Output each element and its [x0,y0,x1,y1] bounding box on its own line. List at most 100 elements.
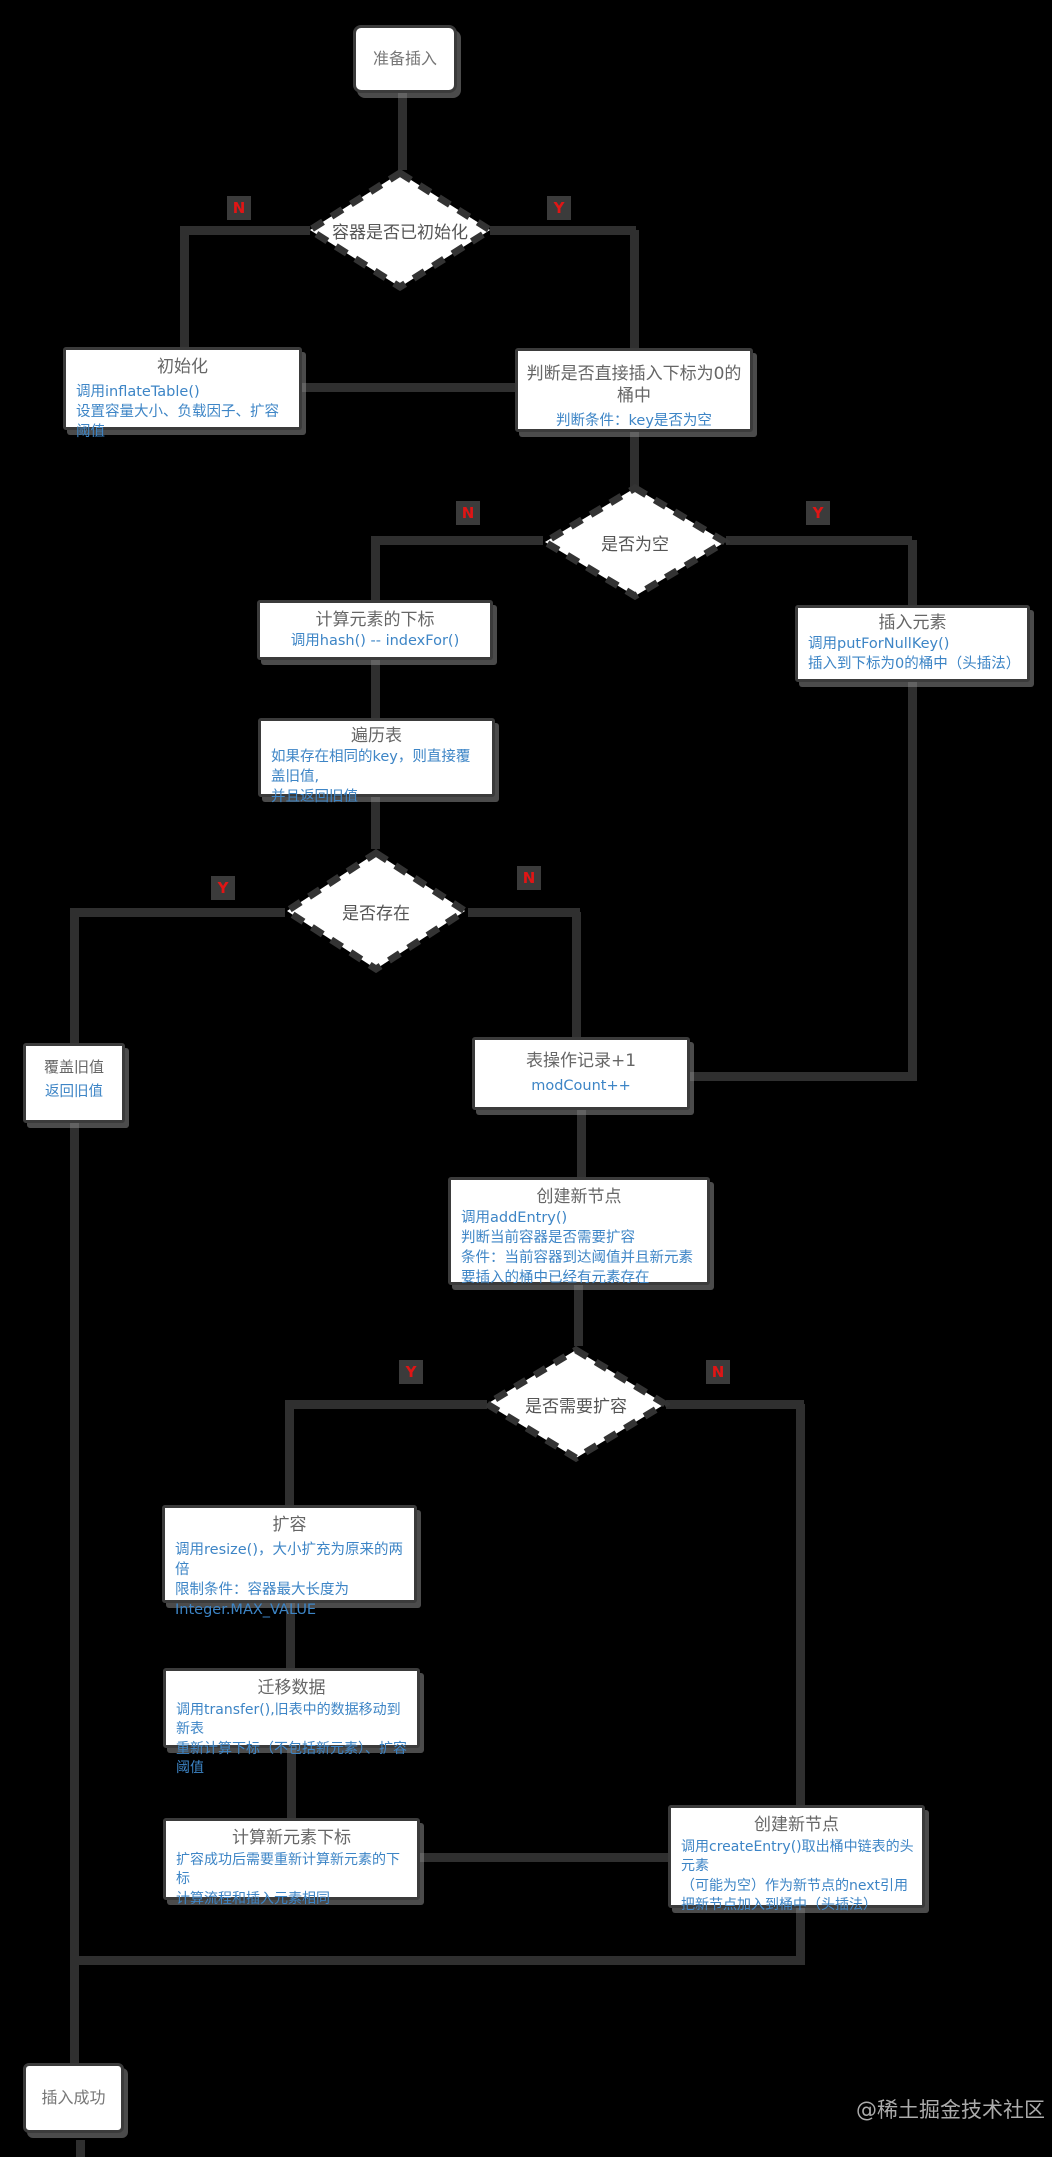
node-insert-element: 插入元素 调用putForNullKey() 插入到下标为0的桶中（头插法） [795,605,1030,682]
detail-line: 调用resize()，大小扩充为原来的两倍 [175,1542,403,1579]
node-override: 覆盖旧值 返回旧值 [23,1043,125,1123]
node-modcount-title: 表操作记录+1 [525,1051,637,1071]
connector [180,226,310,235]
connector [468,908,580,917]
detail-line: 计算流程和插入元素相同 [176,1890,330,1907]
connector [371,540,380,601]
connector [371,660,380,718]
node-init-title: 初始化 [157,357,208,377]
watermark-text: @稀土掘金技术社区 [856,2098,1045,2122]
connector [796,1908,805,1965]
decision-exists: 是否存在 [280,848,472,974]
node-insert-element-detail: 调用putForNullKey() 插入到下标为0的桶中（头插法） [798,634,1027,680]
branch-label-no: N [227,196,251,220]
node-init-detail: 调用inflateTable() 设置容量大小、负载因子、扩容阈值 [66,380,299,448]
node-end-label: 插入成功 [41,2087,106,2107]
detail-line: 调用putForNullKey() [808,636,950,653]
node-traverse-detail: 如果存在相同的key，则直接覆盖旧值, 并且返回旧值 [261,747,492,813]
detail-line: 如果存在相同的key，则直接覆盖旧值, [271,749,471,786]
detail-line: 重新计算下标（不包括新元素）、扩容阈值 [176,1740,407,1777]
connector [70,908,285,917]
node-resize-detail: 调用resize()，大小扩充为原来的两倍 限制条件：容器最大长度为 Integ… [165,1540,414,1626]
connector [490,226,636,235]
connector [70,1123,79,2064]
detail-line: 把新节点加入到桶中（头插法） [681,1897,877,1914]
node-judge-zero: 判断是否直接插入下标为0的桶中 判断条件：key是否为空 [515,348,753,432]
node-modcount: 表操作记录+1 modCount++ [472,1037,690,1110]
decision-label: 是否需要扩容 [525,1396,627,1417]
node-create-entry: 创建新节点 调用createEntry()取出桶中链表的头元素 （可能为空）作为… [668,1805,925,1913]
decision-need-resize: 是否需要扩容 [480,1345,672,1463]
connector [796,1404,805,1806]
connector [574,1285,583,1346]
node-init: 初始化 调用inflateTable() 设置容量大小、负载因子、扩容阈值 [63,347,302,440]
node-transfer: 迁移数据 调用transfer(),旧表中的数据移动到新表 重新计算下标（不包括… [163,1668,420,1776]
diamond-shape [280,848,472,974]
detail-line: 调用addEntry() [461,1210,568,1227]
node-calc-index: 计算元素的下标 调用hash() -- indexFor() [257,600,493,660]
node-insert-element-title: 插入元素 [878,613,947,633]
connector [70,912,79,1044]
node-create-entry-title: 创建新节点 [754,1815,839,1835]
node-resize-title: 扩容 [272,1515,307,1535]
decision-label: 是否存在 [342,903,410,924]
node-create-entry-detail: 调用createEntry()取出桶中链表的头元素 （可能为空）作为新节点的ne… [671,1838,922,1921]
connector [420,1853,668,1862]
branch-label-no: N [517,866,541,890]
detail-line: modCount++ [531,1078,631,1095]
connector [690,1072,917,1081]
node-add-entry: 创建新节点 调用addEntry() 判断当前容器是否需要扩容 条件：当前容器到… [448,1177,710,1287]
node-judge-zero-detail: 判断条件：key是否为空 [518,409,750,437]
detail-line: 调用inflateTable() [76,384,200,401]
node-traverse-title: 遍历表 [351,726,402,746]
connector [666,1400,804,1409]
node-override-title: 覆盖旧值 [43,1058,104,1076]
diamond-shape [480,1345,672,1463]
node-end: 插入成功 [23,2063,124,2133]
diamond-shape [303,168,497,292]
connector [398,93,407,170]
detail-line: 设置容量大小、负载因子、扩容阈值 [76,404,279,441]
detail-line: Integer.MAX_VALUE [175,1602,317,1619]
diamond-shape [538,483,732,601]
branch-label-no: N [456,501,480,525]
node-start-label: 准备插入 [372,48,437,68]
detail-line: 条件：当前容器到达阈值并且新元素要插入的桶中已经有元素存在 [461,1250,693,1287]
detail-line: 调用hash() -- indexFor() [290,633,460,650]
node-judge-zero-title: 判断是否直接插入下标为0的桶中 [526,364,742,407]
node-start: 准备插入 [353,25,457,93]
node-calc-new-index-detail: 扩容成功后需要重新计算新元素的下标 计算流程和插入元素相同 [166,1851,417,1915]
connector [285,1400,487,1409]
connector [371,797,380,849]
node-add-entry-title: 创建新节点 [536,1187,622,1207]
node-override-detail: 返回旧值 [26,1080,122,1108]
connector [70,1956,805,1965]
connector [908,682,917,1081]
connector [577,1110,586,1178]
decision-label: 是否为空 [601,534,669,555]
connector [630,432,639,489]
decision-label: 容器是否已初始化 [332,222,468,243]
decision-container-initialized: 容器是否已初始化 [303,168,497,292]
connector [726,536,912,545]
connector [908,540,917,606]
branch-label-yes: Y [547,196,571,220]
branch-label-no: N [706,1360,730,1384]
detail-line: 判断条件：key是否为空 [556,413,712,430]
detail-line: 调用createEntry()取出桶中链表的头元素 [681,1839,914,1875]
connector [287,1748,296,1819]
detail-line: 并且返回旧值 [271,789,358,806]
connector [180,230,189,347]
branch-label-yes: Y [806,501,830,525]
detail-line: 限制条件：容器最大长度为 [175,1582,349,1599]
connector [302,383,515,392]
node-resize: 扩容 调用resize()，大小扩充为原来的两倍 限制条件：容器最大长度为 In… [162,1505,417,1618]
node-transfer-detail: 调用transfer(),旧表中的数据移动到新表 重新计算下标（不包括新元素）、… [166,1701,417,1784]
connector [371,536,543,545]
detail-line: （可能为空）作为新节点的next引用 [681,1877,909,1894]
branch-label-yes: Y [399,1360,423,1384]
decision-is-empty: 是否为空 [538,483,732,601]
connector [76,2140,85,2157]
connector [285,1404,294,1506]
